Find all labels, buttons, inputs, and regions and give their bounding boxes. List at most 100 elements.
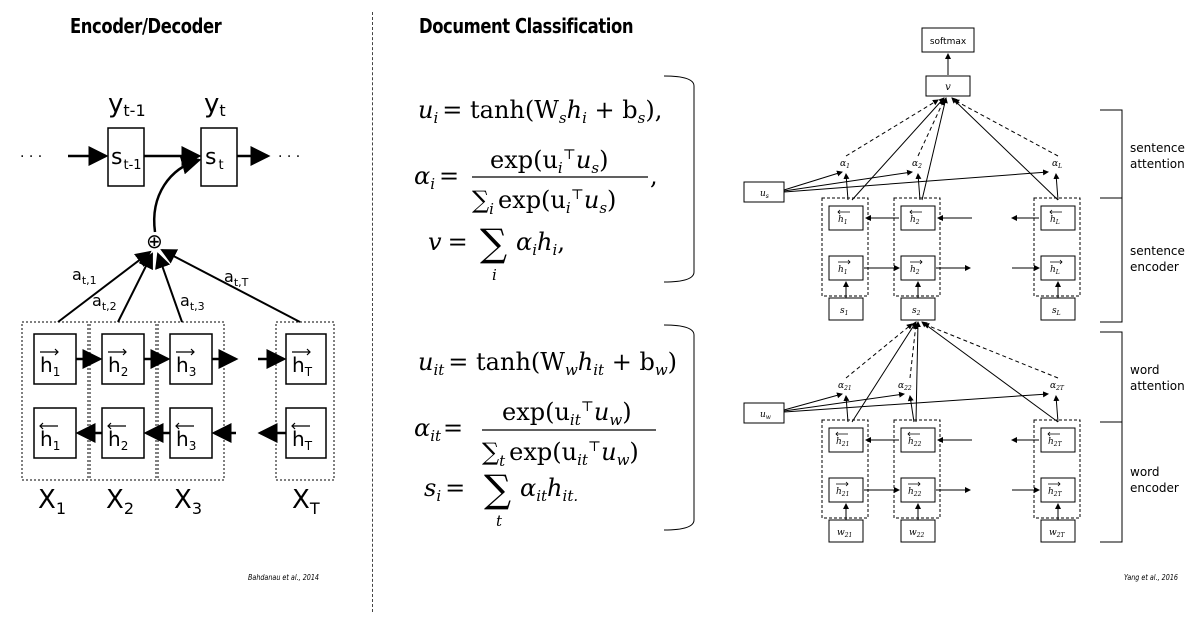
column-dashed-box [157,321,225,481]
forward-hidden-box [169,333,213,385]
svg-text:s1: s1 [840,306,848,317]
v-box [925,75,971,97]
alpha-label-3: at,3 [180,291,205,313]
attention-line-T [160,249,301,323]
column-dashed-box [275,321,335,481]
forward-h-label-3: h3 [176,353,196,379]
sentence-attention-label-2: attention [1130,157,1185,171]
backward-h-label-3: h3 [176,427,196,453]
s-prev-box [107,127,145,187]
sentence-input-s1: s1 [828,297,864,321]
sentence-alpha-1: α1 [840,159,850,170]
svg-text:h2T: h2T [1048,437,1063,448]
sentence-backward-h-L: hL [1040,205,1076,231]
attention-line-3 [155,252,183,323]
svg-text:h2T: h2T [1048,487,1063,498]
forward-h-label-T: hT [292,353,313,379]
x-label-T: XT [292,485,320,518]
panel-divider [372,12,373,612]
plus-node: ⊕ [146,229,163,253]
backward-h-label-T: hT [292,427,313,453]
sentence-forward-h-1: h1 [828,255,864,281]
word-alpha-22: α22 [898,381,912,392]
softmax-box [921,27,975,53]
x-label-1: X1 [38,485,66,518]
forward-h-label-1: h1 [40,353,60,379]
sentence-encoder-label-2: encoder [1130,260,1179,274]
svg-text:h2: h2 [910,215,920,226]
encoder-column-1 [21,321,89,481]
svg-text:w2T: w2T [1049,528,1066,539]
svg-text:w21: w21 [837,528,852,539]
svg-text:h2: h2 [910,265,920,276]
svg-text:h21: h21 [836,437,849,448]
attention-line-2 [117,252,153,323]
backward-hidden-box [169,407,213,459]
word-forward-h-22: h22 [900,477,936,503]
y-prev-label: yt-1 [108,89,146,120]
sentence-forward-h-2: h2 [900,255,936,281]
context-to-s-arrow [152,155,202,233]
dots-right: · · · [278,149,300,165]
word-input-w21: w21 [828,519,864,543]
word-encoder-label-1: word [1130,465,1160,479]
word-input-w2T: w2T [1040,519,1076,543]
svg-text:h1: h1 [838,215,848,226]
svg-text:s2: s2 [912,306,921,317]
svg-text:hL: hL [1050,265,1060,276]
document-classification-title: Document Classification [419,14,634,38]
sentence-input-s2: s2 [900,297,936,321]
us-label: us [760,189,769,200]
encoder-column-3 [157,321,225,481]
word-forward-h-21: h21 [828,477,864,503]
sentence-encoder-label-1: sentence [1130,244,1185,258]
backward-h-label-2: h2 [108,427,128,453]
backward-hidden-box [33,407,77,459]
sentence-attention-brace [1100,109,1123,199]
word-input-w22: w22 [900,519,936,543]
word-attention-brace [1100,331,1123,423]
svg-text:h1: h1 [838,265,848,276]
word-backward-h-21: h21 [828,427,864,453]
word-alpha-2T: α2T [1050,381,1065,392]
svg-text:h21: h21 [836,487,849,498]
sentence-attention-label-1: sentence [1130,141,1185,155]
word-backward-h-22: h22 [900,427,936,453]
forward-hidden-box [101,333,145,385]
sentence-forward-h-L: hL [1040,255,1076,281]
y-cur-label: yt [204,89,226,120]
dots-left: · · · [20,149,42,165]
uw-label: uw [760,410,772,421]
svg-text:h22: h22 [908,487,922,498]
word-attention-label-2: attention [1130,379,1185,393]
svg-text:sL: sL [1052,306,1061,317]
column-dashed-box [21,321,89,481]
citation-bahdanau: Bahdanau et al., 2014 [248,573,319,582]
word-alpha-21: α21 [838,381,852,392]
svg-text:hL: hL [1050,215,1060,226]
word-backward-h-2T: h2T [1040,427,1076,453]
encoder-decoder-title: Encoder/Decoder [70,14,222,38]
encoder-column-2 [89,321,157,481]
word-attention-label-1: word [1130,363,1160,377]
sentence-backward-h-2: h2 [900,205,936,231]
softmax-label: softmax [930,37,967,47]
s-prev-label: st-1 [111,145,142,173]
word-forward-h-2T: h2T [1040,477,1076,503]
alpha-label-T: at,T [224,267,249,289]
uw-box [743,402,785,424]
backward-h-label-1: h1 [40,427,60,453]
x-label-3: X3 [174,485,202,518]
forward-h-label-2: h2 [108,353,128,379]
word-encoder-label-2: encoder [1130,481,1179,495]
v-label: v [945,82,951,93]
sentence-alpha-L: αL [1052,159,1062,170]
sentence-alpha-2: α2 [912,159,922,170]
attention-line-1 [57,250,152,323]
alpha-label-2: at,2 [92,291,117,313]
backward-hidden-box [101,407,145,459]
column-dashed-box [89,321,157,481]
